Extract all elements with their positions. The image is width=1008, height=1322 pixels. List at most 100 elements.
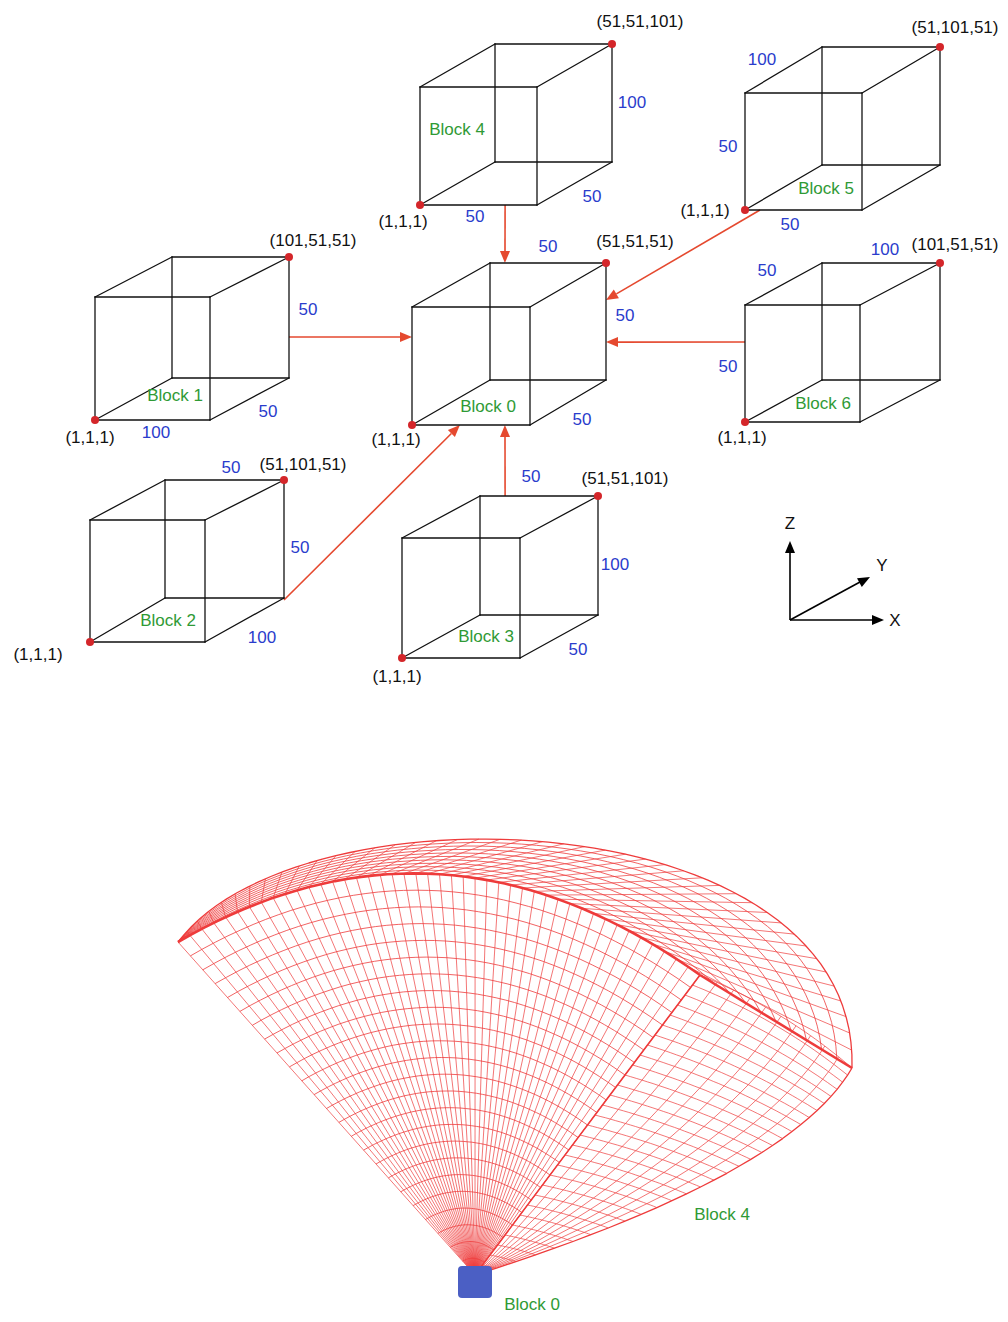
corner-dot xyxy=(594,492,602,500)
cube-edge xyxy=(495,161,612,162)
cube-edge xyxy=(172,256,289,257)
mesh-line xyxy=(327,1074,588,1125)
flow-arrow xyxy=(606,337,745,347)
arrow-shaft xyxy=(504,205,506,251)
mesh-line xyxy=(289,1024,615,1088)
mesh-line xyxy=(603,1105,751,1159)
block-name: Block 1 xyxy=(147,386,203,406)
cube-edge xyxy=(89,520,90,642)
dimension-label: 100 xyxy=(142,423,170,443)
arrow-shaft xyxy=(504,437,506,496)
mesh-line xyxy=(364,1124,560,1162)
cube-edge xyxy=(821,47,822,165)
mesh-line xyxy=(475,1026,796,1275)
coordinate-label: (101,51,51) xyxy=(270,231,357,251)
cube-edge xyxy=(412,306,530,307)
dimension-label: 50 xyxy=(466,207,485,227)
mesh-line xyxy=(228,940,663,1025)
cube-edge xyxy=(420,204,537,205)
flow-arrow xyxy=(500,425,510,496)
mesh-line xyxy=(178,867,730,994)
mesh-line xyxy=(388,1158,540,1188)
mesh-line xyxy=(558,1165,673,1201)
cube-edge xyxy=(821,263,822,380)
cube-edge xyxy=(205,480,284,520)
cube-edge xyxy=(939,47,940,165)
mesh-line xyxy=(528,1205,609,1228)
coordinate-label: (1,1,1) xyxy=(371,430,420,450)
mesh-line xyxy=(475,975,700,1275)
mesh-line xyxy=(475,1016,781,1275)
flow-arrow xyxy=(284,425,460,600)
cube-edge xyxy=(412,263,490,307)
cube-edge xyxy=(204,520,205,642)
cube-edge xyxy=(420,44,495,87)
cube-edge xyxy=(90,519,205,520)
corner-dot xyxy=(416,201,424,209)
coordinate-label: (1,1,1) xyxy=(378,212,427,232)
cube-edge xyxy=(95,296,210,297)
dimension-label: 100 xyxy=(601,555,629,575)
cube-edge xyxy=(745,304,860,305)
cube-edge xyxy=(519,538,520,658)
coordinate-label: (51,101,51) xyxy=(912,18,999,38)
mesh-line xyxy=(178,839,852,1068)
block-name: Block 2 xyxy=(140,611,196,631)
cube-edge xyxy=(860,263,940,305)
cube-edge xyxy=(165,479,284,480)
mesh-line xyxy=(670,1015,831,1096)
mesh-line xyxy=(475,975,700,1275)
mesh-line xyxy=(413,1191,522,1212)
coordinate-label: (51,51,101) xyxy=(582,469,669,489)
arrow-head xyxy=(500,251,510,263)
corner-dot xyxy=(936,259,944,267)
block-cube: Block 6 xyxy=(745,263,940,422)
cube-edge xyxy=(210,257,289,297)
mesh-line xyxy=(376,1141,550,1175)
cube-edge xyxy=(744,93,745,210)
mesh-line xyxy=(178,870,715,984)
dimension-label: 50 xyxy=(539,237,558,257)
corner-dot xyxy=(741,418,749,426)
axis-head xyxy=(785,541,795,553)
dimension-label: 50 xyxy=(573,410,592,430)
mesh-line xyxy=(685,995,843,1082)
corner-dot xyxy=(91,416,99,424)
coordinate-label: (51,51,51) xyxy=(596,232,674,252)
cube-edge xyxy=(402,657,520,658)
cube-edge xyxy=(165,597,284,598)
cube-edge xyxy=(420,162,495,205)
cube-edge xyxy=(536,87,537,205)
mesh-line xyxy=(475,1007,766,1275)
cube-edge xyxy=(862,165,940,210)
block-cube: Block 2 xyxy=(90,480,284,642)
mesh-line xyxy=(426,1208,513,1225)
axis-head xyxy=(857,577,870,587)
cube-edge xyxy=(745,47,822,93)
cube-edge xyxy=(745,209,862,210)
mesh-line xyxy=(475,1068,852,1275)
cube-edge xyxy=(745,263,822,305)
dimension-label: 50 xyxy=(222,458,241,478)
mesh-line xyxy=(588,1125,727,1173)
cube-edge xyxy=(288,257,289,378)
cube-edge xyxy=(90,641,205,642)
dimension-label: 50 xyxy=(781,215,800,235)
cube-edge xyxy=(412,424,530,425)
mesh-line xyxy=(314,1058,597,1113)
z-axis xyxy=(789,552,791,620)
dimension-label: 50 xyxy=(291,538,310,558)
coordinate-label: (1,1,1) xyxy=(372,667,421,687)
coordinate-label: (1,1,1) xyxy=(65,428,114,448)
flow-arrow xyxy=(289,332,412,342)
dimension-label: 50 xyxy=(522,467,541,487)
cube-edge xyxy=(605,263,606,380)
mesh-line xyxy=(463,1258,485,1262)
corner-dot xyxy=(608,40,616,48)
dimension-label: 50 xyxy=(299,300,318,320)
cube-edge xyxy=(489,263,490,380)
arrow-shaft xyxy=(289,336,400,338)
corner-dot xyxy=(602,259,610,267)
